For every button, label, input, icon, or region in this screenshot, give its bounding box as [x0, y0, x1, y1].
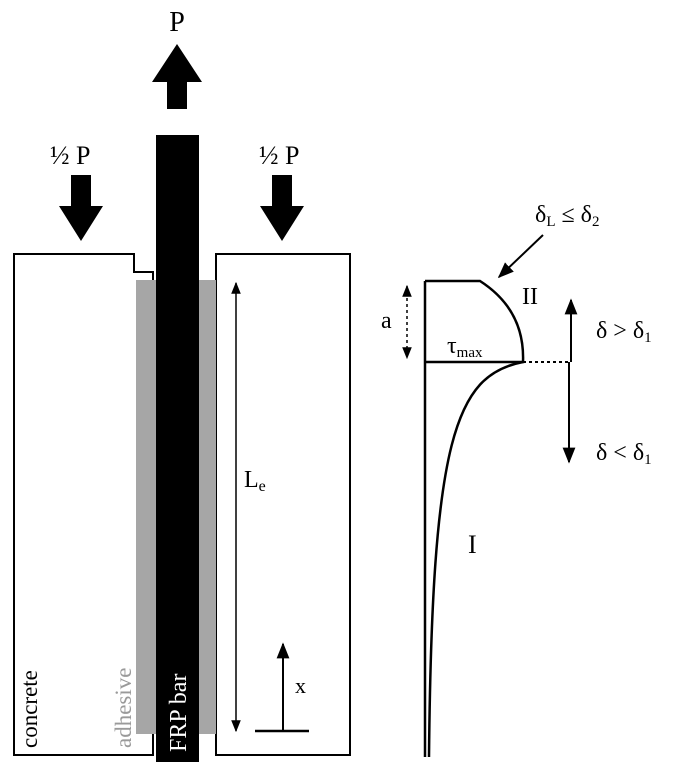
- region-ii-label: II: [522, 284, 538, 310]
- adhesive-layer-left: [136, 280, 156, 734]
- frp-bar: [156, 135, 199, 762]
- half-p-arrow-right: [260, 175, 304, 241]
- frp-bar-label: FRP bar: [166, 674, 192, 752]
- adhesive-label: adhesive: [111, 668, 136, 748]
- half-p-label-left: ½ P: [50, 141, 90, 170]
- concrete-block-left: [13, 253, 154, 756]
- le-label: Le: [244, 467, 266, 495]
- pull-arrow: [152, 44, 202, 109]
- a-label: a: [381, 308, 392, 334]
- region-ii-outline: [425, 279, 525, 364]
- concrete-label: concrete: [17, 670, 42, 748]
- region-i-label: I: [468, 530, 477, 559]
- half-p-arrow-left: [59, 175, 103, 241]
- load-p-label: P: [169, 7, 185, 38]
- region-i-curve: [427, 360, 524, 758]
- delta-l-pointer-arrow: [497, 234, 544, 279]
- delta-less-label: δ < δ1: [596, 440, 652, 468]
- x-label: x: [295, 673, 306, 698]
- delta-l-condition: δL ≤ δ2: [535, 202, 599, 230]
- delta-greater-label: δ > δ1: [596, 318, 652, 346]
- half-p-label-right: ½ P: [259, 141, 299, 170]
- tau-max-label: τmax: [447, 333, 483, 361]
- adhesive-layer-right: [199, 280, 216, 734]
